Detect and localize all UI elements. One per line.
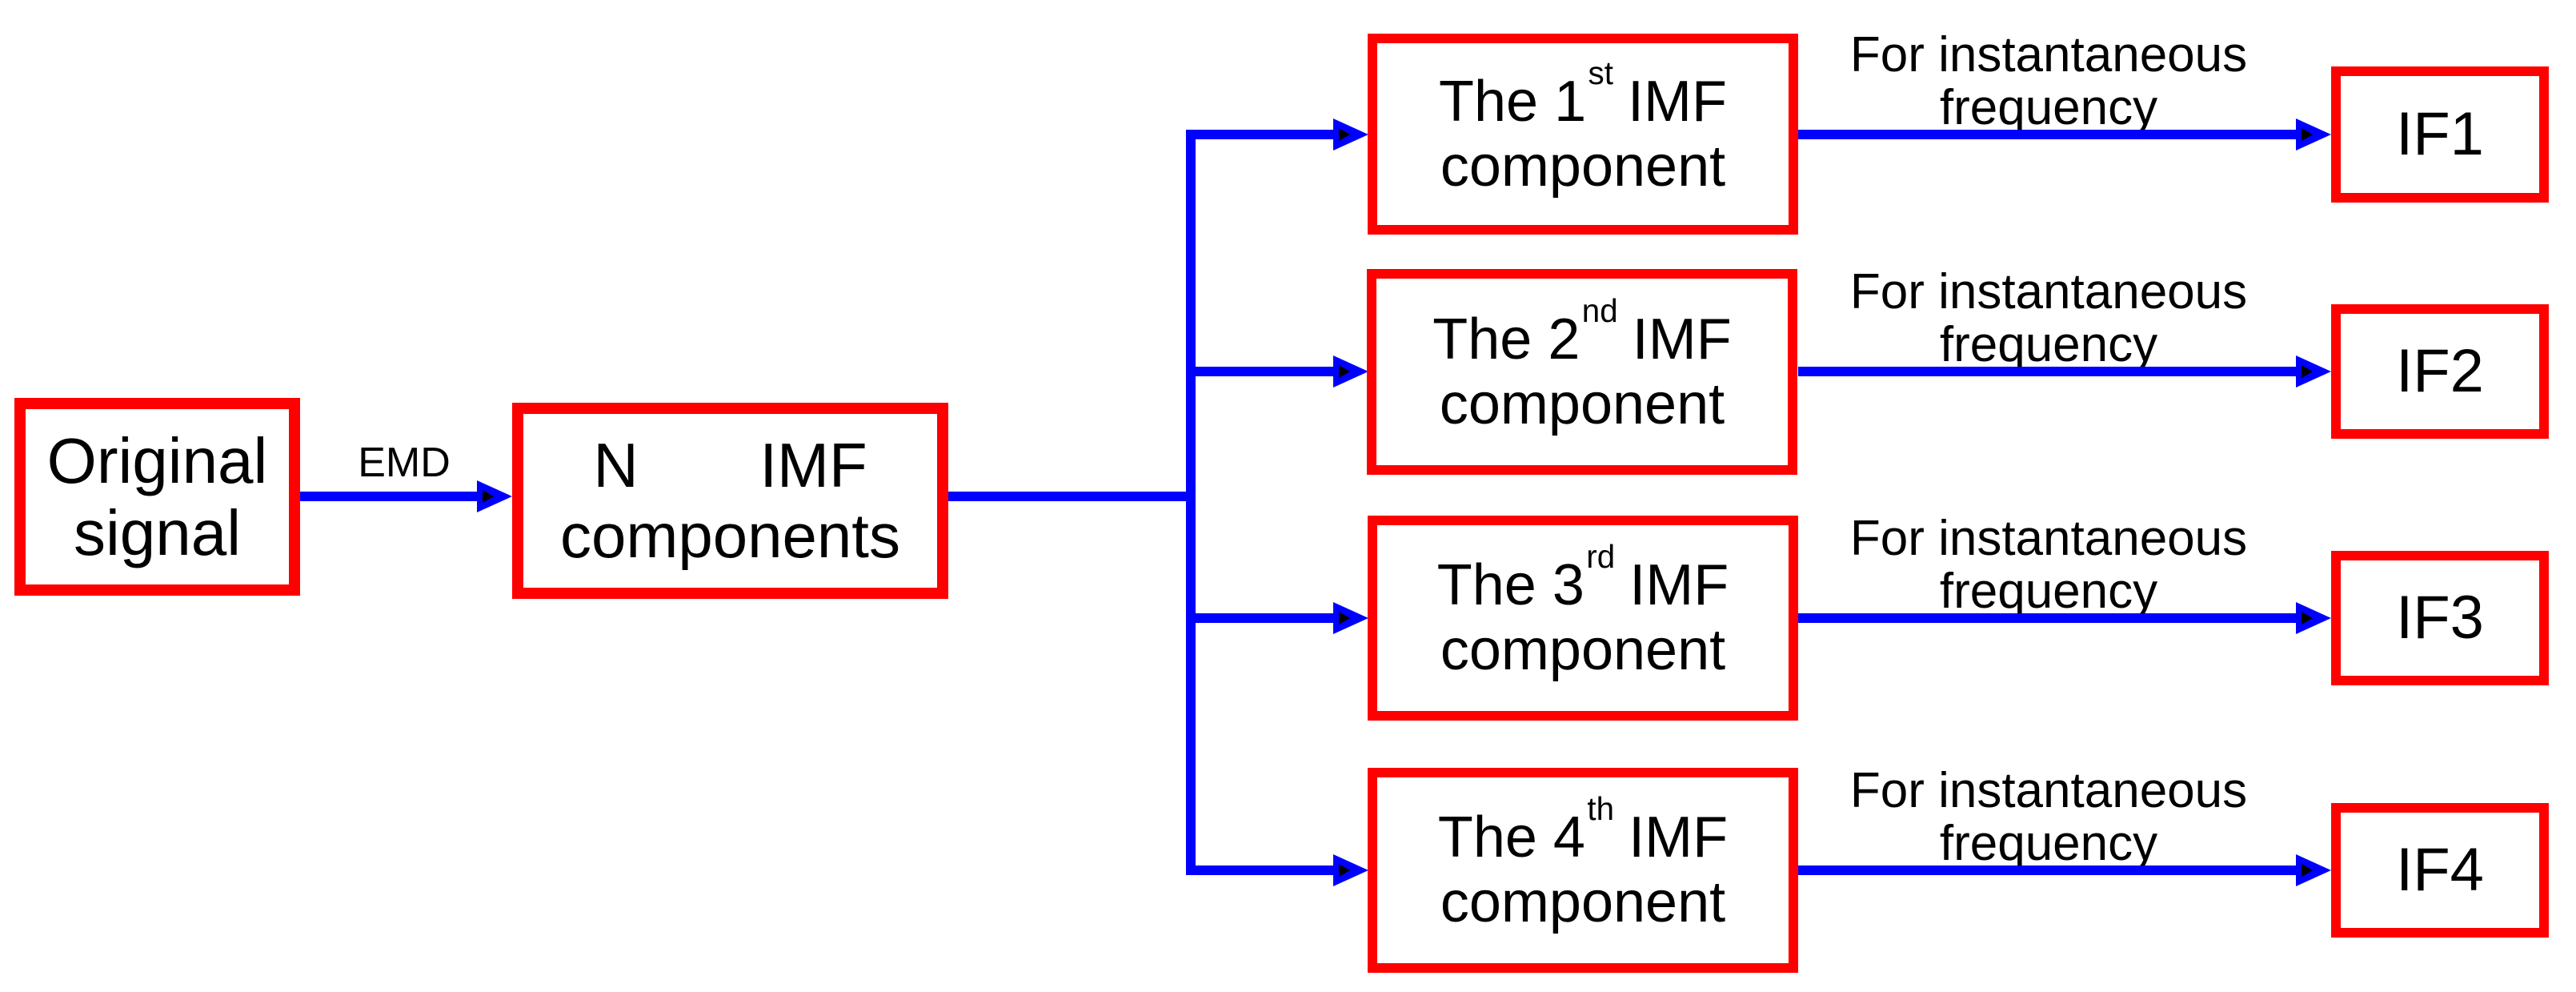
imf1-suffix: IMF	[1628, 69, 1727, 134]
trunk-line	[1186, 130, 1196, 875]
imf3-suffix: IMF	[1629, 553, 1729, 618]
emd-arrow-line	[300, 492, 480, 501]
if-arrow-label-1: For instantaneous frequency	[1809, 29, 2289, 135]
imf4-ordinal: th	[1587, 790, 1615, 828]
if1-box: IF1	[2331, 66, 2549, 203]
if-arrow-label-2: For instantaneous frequency	[1809, 266, 2289, 371]
if-arrowhead-1-inner-icon	[2302, 128, 2313, 141]
if-arrow-label-1-line1: For instantaneous	[1849, 27, 2248, 82]
if-arrow-label-3-line2: frequency	[1939, 564, 2158, 619]
if-arrowhead-4-inner-icon	[2302, 864, 2313, 877]
imf4-line1: The 4th IMF	[1437, 791, 1729, 870]
if-arrowhead-3-inner-icon	[2302, 612, 2313, 625]
n-imf-line2: components	[560, 500, 900, 571]
branch-arrowhead-3-inner-icon	[1339, 612, 1350, 625]
imf4-suffix: IMF	[1629, 805, 1729, 870]
if-arrow-label-3-line1: For instantaneous	[1849, 511, 2248, 566]
if2-label: IF2	[2396, 337, 2484, 406]
if4-label: IF4	[2396, 836, 2484, 905]
original-signal-line2: signal	[73, 496, 242, 568]
imf3-ordinal: rd	[1586, 538, 1616, 576]
imf2-prefix: The 2	[1432, 307, 1580, 371]
if-arrow-line-2	[1798, 367, 2296, 376]
if3-box: IF3	[2331, 551, 2549, 685]
if-arrow-label-1-line2: frequency	[1939, 80, 2158, 135]
if-arrow-label-4: For instantaneous frequency	[1809, 765, 2289, 870]
imf1-ordinal: st	[1588, 54, 1613, 91]
imf3-box: The 3rd IMF component	[1368, 516, 1798, 721]
if1-label: IF1	[2396, 100, 2484, 169]
if-arrow-line-1	[1798, 130, 2296, 139]
if-arrow-line-4	[1798, 865, 2296, 875]
imf4-prefix: The 4	[1437, 805, 1585, 870]
original-signal-box: Original signal	[14, 398, 300, 596]
emd-arrow-label: EMD	[358, 440, 451, 486]
n-imf-line1: N IMF	[593, 430, 867, 501]
branch-arrowhead-4-inner-icon	[1339, 864, 1350, 877]
emd-arrowhead-inner-icon	[483, 490, 494, 503]
branch-line-2	[1186, 367, 1335, 376]
if-arrow-label-4-line1: For instantaneous	[1849, 763, 2248, 818]
branch-line-4	[1186, 865, 1335, 875]
if2-box: IF2	[2331, 304, 2549, 439]
imf3-prefix: The 3	[1436, 553, 1584, 618]
imf1-box: The 1st IMF component	[1368, 34, 1798, 235]
feed-line	[948, 492, 1196, 501]
if-arrowhead-2-inner-icon	[2302, 365, 2313, 378]
imf2-suffix: IMF	[1632, 307, 1732, 371]
imf4-box: The 4th IMF component	[1368, 768, 1798, 973]
imf2-box: The 2nd IMF component	[1367, 269, 1797, 475]
if-arrow-label-3: For instantaneous frequency	[1809, 512, 2289, 618]
if-arrow-label-2-line2: frequency	[1939, 317, 2158, 372]
imf1-prefix: The 1	[1439, 69, 1587, 134]
if-arrow-label-2-line1: For instantaneous	[1849, 264, 2248, 319]
imf3-line2: component	[1440, 618, 1726, 682]
imf1-line2: component	[1440, 134, 1726, 199]
branch-arrowhead-2-inner-icon	[1339, 365, 1350, 378]
imf2-ordinal: nd	[1581, 291, 1618, 329]
original-signal-line1: Original	[46, 424, 268, 496]
branch-line-1	[1186, 130, 1335, 139]
if-arrow-line-3	[1798, 613, 2296, 623]
n-imf-components-box: N IMF components	[512, 403, 948, 599]
if4-box: IF4	[2331, 803, 2549, 938]
imf2-line1: The 2nd IMF	[1432, 292, 1732, 372]
if-arrow-label-4-line2: frequency	[1939, 816, 2158, 871]
if3-label: IF3	[2396, 584, 2484, 653]
branch-line-3	[1186, 613, 1335, 623]
branch-arrowhead-1-inner-icon	[1339, 128, 1350, 141]
imf1-line1: The 1st IMF	[1439, 54, 1727, 135]
imf3-line1: The 3rd IMF	[1436, 539, 1729, 618]
imf2-line2: component	[1439, 371, 1725, 436]
imf4-line2: component	[1440, 870, 1726, 934]
